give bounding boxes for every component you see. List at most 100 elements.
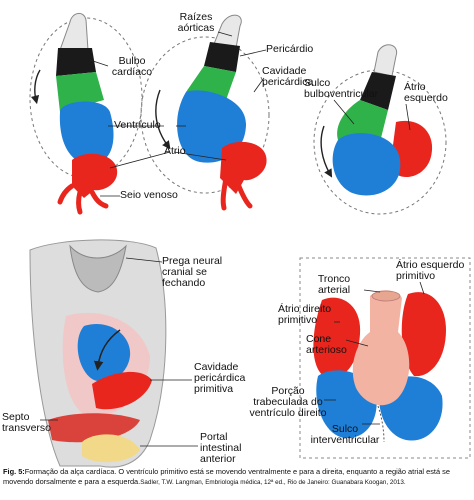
label-line: Bulbo [118, 55, 146, 67]
frame-outline [299, 257, 471, 459]
rotation-arrow [155, 89, 171, 150]
left-atrium-primitive [401, 292, 446, 377]
label-line: arterial [317, 284, 351, 296]
label-line: primitivo [396, 270, 436, 282]
aortic-root [59, 13, 89, 51]
label-tronco-arterial: Tronco arterial [306, 274, 362, 296]
left-atrium [390, 120, 433, 178]
label-sulco-bulboventricular: Sulco bulboventricular [304, 78, 378, 100]
leader-sulco [333, 99, 355, 125]
truncus-opening [371, 290, 401, 302]
leader-atrio-esq [405, 103, 411, 131]
label-line: pericárdica [194, 372, 246, 384]
label-line: Raízes [179, 11, 213, 23]
truncus-segment [360, 72, 396, 110]
truncus-segment [204, 42, 240, 72]
label-atrio-esquerdo: Átrio esquerdo [404, 82, 448, 104]
right-atrium-primitive [313, 297, 361, 379]
label-seio-venoso: Seio venoso [120, 189, 178, 201]
embryo-ventricle [77, 324, 131, 382]
label-line: primitivo [278, 314, 318, 326]
aortic-root [373, 44, 398, 77]
label-line: Portal [200, 431, 228, 443]
label-line: ventrículo direito [249, 407, 327, 419]
sinus-venosus-horns [220, 175, 253, 211]
rotation-arrow [30, 69, 41, 105]
label-line: Átrio direito [278, 303, 332, 315]
label-line: Septo [2, 411, 30, 423]
label-line: Sulco [304, 77, 331, 89]
label-line: Átrio esquerdo [396, 259, 465, 271]
leader-cone [345, 339, 369, 347]
label-line: trabeculada do [253, 396, 323, 408]
leader-tronco [363, 289, 381, 293]
label-line: aórticas [177, 22, 215, 34]
panel-heart-looped [313, 44, 447, 215]
label-cavidade-pericardica: Cavidade pericárdica [262, 66, 313, 88]
leader-atrio [109, 151, 171, 169]
caption-source: Sadler, T.W. Langman, Embriologia médica… [140, 478, 406, 486]
leader-atrio-right [173, 151, 227, 161]
label-line: bulboventricular [304, 88, 379, 100]
label-line: arterioso [306, 344, 347, 356]
interventricular-groove [377, 405, 385, 443]
panel-heart-frontal [299, 257, 471, 459]
leader-bulbo [89, 59, 109, 67]
panel-heart-bending [140, 14, 270, 211]
label-atrio: Átrio [164, 145, 186, 157]
embryo-atrium [92, 371, 152, 410]
panel-embryo-section [29, 239, 167, 468]
pericardium-outline [140, 36, 270, 194]
cone-truncus-arteriosus [352, 290, 410, 406]
label-line: transverso [2, 422, 52, 434]
ventricle [332, 133, 401, 196]
label-atrio-esquerdo-primitivo: Átrio esquerdo primitivo [396, 260, 464, 282]
neural-fold [69, 244, 127, 293]
loop-arrow [93, 329, 121, 371]
caption-text: Formação da alça cardíaca. O ventrículo … [3, 467, 450, 486]
label-bulbo-cardiaco: Bulbo cardíaco [104, 56, 160, 78]
label-prega-neural: Prega neural cranial se fechando [162, 256, 222, 289]
panel-heart-tube-early [29, 13, 143, 215]
figure-caption: Fig. 5:Formação da alça cardíaca. O vent… [3, 467, 473, 487]
label-septo-transverso: Septo transverso [2, 412, 51, 434]
label-line: Átrio [404, 81, 426, 93]
leader-atrio-esq-prim [419, 281, 425, 295]
label-line: Cone [306, 333, 332, 345]
leader-lines [40, 31, 425, 447]
label-pericardio: Pericárdio [266, 43, 314, 55]
rotation-arrow [320, 125, 333, 178]
leader-pericardio [239, 49, 267, 57]
label-cone-arterioso: Cone arterioso [306, 334, 347, 356]
label-line: Sulco [331, 423, 359, 435]
septum-transversum [48, 413, 140, 443]
caption-figure-number: Fig. 5: [3, 467, 25, 476]
truncus-segment [56, 48, 96, 76]
label-line: intestinal [200, 442, 242, 454]
leader-prega [125, 257, 163, 263]
label-ventriculo: Ventrículo [114, 119, 161, 131]
aortic-root [213, 14, 242, 49]
label-line: Prega neural [162, 255, 223, 267]
label-line: cardíaco [111, 66, 153, 78]
label-line: esquerdo [404, 92, 448, 104]
pericardium-outline [29, 17, 143, 179]
label-line: Porção [271, 385, 305, 397]
label-sulco-interventricular: Sulco interventricular [300, 424, 390, 446]
label-line: Cavidade [262, 65, 307, 77]
sinus-venosus-horns [57, 183, 109, 215]
label-atrio-direito-primitivo: Átrio direito primitivo [278, 304, 331, 326]
label-line: Tronco [317, 273, 351, 285]
leader-cavidade [253, 77, 265, 93]
label-porcao-trabeculada: Porção trabeculada do ventrículo direito [240, 386, 336, 419]
ventricle [59, 101, 114, 165]
label-raizes-aorticas: Raízes aórticas [166, 12, 226, 34]
label-line: Cavidade [194, 361, 239, 373]
leader-raizes [217, 31, 233, 37]
label-line: cranial se [162, 266, 207, 278]
label-cavidade-primitiva: Cavidade pericárdica primitiva [194, 362, 245, 395]
label-line: primitiva [194, 383, 234, 395]
label-line: interventricular [310, 434, 380, 446]
atrium [220, 141, 267, 194]
